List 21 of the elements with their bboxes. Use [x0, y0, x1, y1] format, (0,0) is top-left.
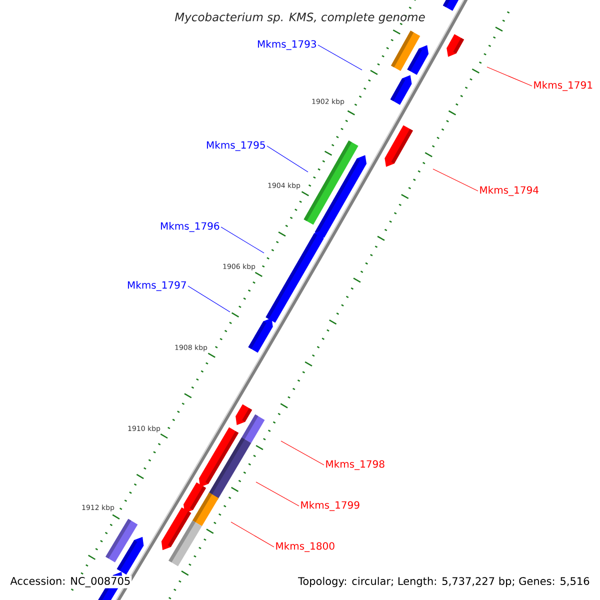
gene-label: Mkms_1796: [160, 222, 220, 232]
leader-line: [280, 440, 324, 466]
gene-label: Mkms_1793: [258, 40, 316, 50]
gene-label: Mkms_1794: [480, 186, 538, 196]
leader-line: [318, 44, 362, 70]
title: Mycobacterium sp. KMS, complete genome: [175, 12, 425, 24]
gene-label: Mkms_1799: [301, 501, 360, 511]
gene-label: Mkms_1795: [206, 141, 265, 151]
leader-line: [220, 226, 264, 254]
leader-line: [432, 168, 478, 192]
leader-line: [188, 286, 230, 312]
footer-text: Accession: NC_008705: [9, 576, 132, 588]
gene-label: Mkms_1791: [534, 81, 592, 91]
gene-label: Mkms_1800: [276, 542, 334, 552]
leader-line: [486, 66, 532, 86]
footer-text: Topology: circular; Length: 5,737,227 bp; Genes: 5,516: [298, 576, 590, 588]
leader-line: [266, 146, 308, 172]
leader-line: [256, 482, 300, 506]
leader-line: [230, 522, 274, 548]
gene-label: Mkms_1798: [326, 460, 384, 470]
gene-label: Mkms_1797: [128, 281, 186, 291]
